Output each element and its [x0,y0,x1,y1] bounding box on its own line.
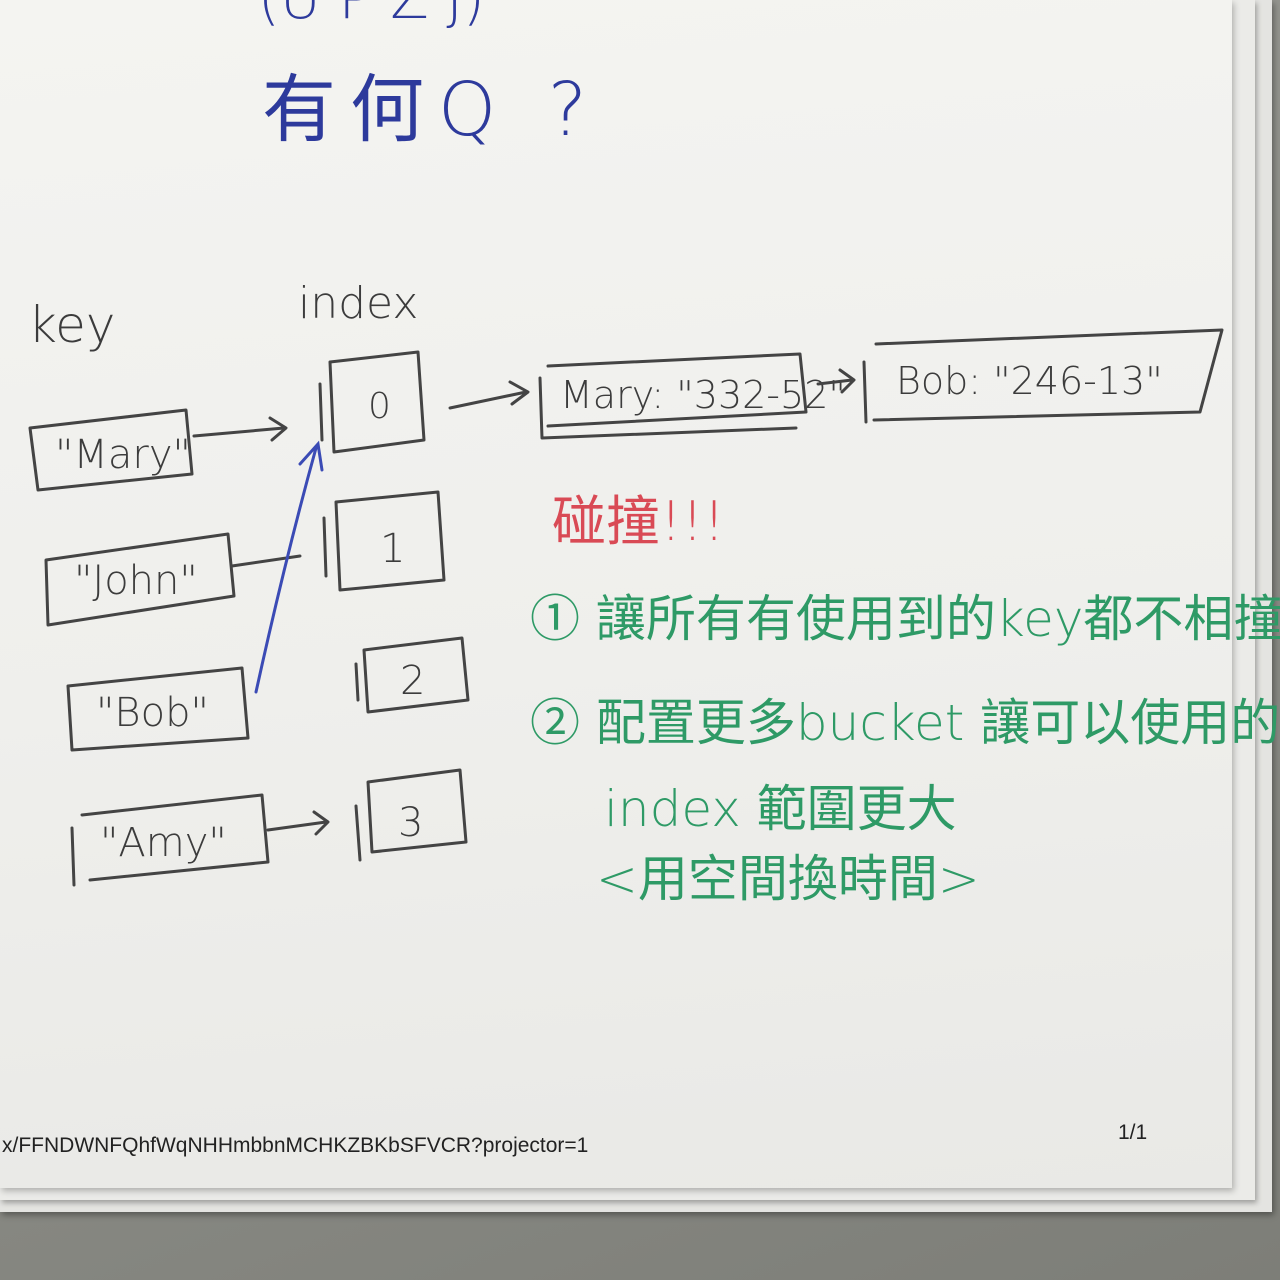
key-box-mary: "Mary" [28,408,194,492]
solution-2-line-1: ② 配置更多bucket 讓可以使用的 [530,694,1280,752]
key-box-amy: "Amy" [70,793,270,887]
heading-partial: (U P Z J) [258,0,485,32]
index-0: 0 [368,386,391,427]
index-label: index [298,278,418,329]
key-amy: "Amy" [100,820,227,866]
blue-arrow-bob-to-0 [254,440,324,694]
chain-bob: Bob: "246-13" [896,359,1163,403]
solution-2-line-3: <用空間換時間> [596,850,980,908]
index-3: 3 [398,800,423,846]
arrow-mary-to-0 [192,416,288,442]
printed-url: x/FFNDWNFQhfWqNHHmbbnMCHKZBKbSFVCR?proje… [2,1134,589,1157]
index-box-2: 2 [354,636,470,714]
key-john: "John" [74,558,198,604]
line-john [230,554,302,568]
key-mary: "Mary" [55,432,191,478]
index-1: 1 [380,526,405,572]
chain-node-mary: Mary: "332-52" [538,352,846,440]
chain-mary: Mary: "332-52" [560,373,846,417]
index-box-3: 3 [354,768,468,862]
arrow-0-to-chain [448,380,530,410]
arrow-amy-to-3 [266,810,330,836]
index-box-1: 1 [322,490,446,592]
key-box-john: "John" [44,532,236,627]
chain-node-bob: Bob: "246-13" [862,328,1224,424]
key-box-bob: "Bob" [66,666,250,752]
heading-text: 有何Q ? [262,67,601,153]
key-bob: "Bob" [96,690,209,736]
collision-text: 碰撞!!! [552,490,725,553]
solution-2-line-2: index 範圍更大 [604,780,957,838]
printed-page-number: 1/1 [1118,1121,1148,1144]
arrow-chain-link [816,368,856,394]
index-2: 2 [400,658,425,704]
key-label: key [28,296,116,354]
index-box-0: 0 [318,350,426,454]
paper-sheet-front [0,0,1232,1188]
solution-1: ① 讓所有有使用到的key都不相撞 [530,590,1280,648]
